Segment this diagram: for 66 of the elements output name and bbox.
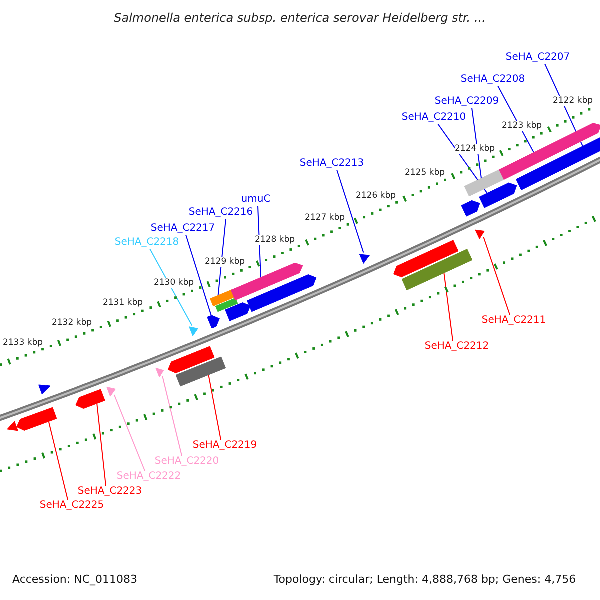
scale-label: 2133 kbp	[2, 338, 44, 348]
leader-line	[336, 170, 364, 254]
gene-block	[516, 137, 600, 190]
scale-label: 2130 kbp	[154, 278, 194, 288]
gene-block	[464, 170, 504, 197]
gene-label: SeHA_C2216	[188, 207, 254, 219]
gene-label: SeHA_C2220	[154, 456, 220, 468]
leader-line	[472, 108, 482, 179]
gene-label: SeHA_C2213	[300, 158, 364, 170]
gene-block	[479, 182, 518, 208]
leader-line	[218, 218, 226, 296]
gene-label: SeHA_C2225	[40, 500, 104, 512]
gene-block	[207, 315, 220, 329]
gene-block	[168, 346, 215, 374]
leader-line	[96, 403, 106, 486]
scale-label: 2122 kbp	[552, 96, 594, 106]
gene-block	[402, 249, 473, 291]
gene-block	[225, 302, 251, 322]
leader-line	[162, 376, 182, 456]
gene-block	[499, 123, 600, 180]
leader-line	[186, 234, 212, 316]
leader-line	[444, 272, 454, 342]
gene-label: SeHA_C2217	[150, 223, 216, 235]
gene-block	[461, 200, 480, 217]
gene-block	[359, 254, 370, 264]
gene-block	[156, 368, 164, 378]
gene-block	[247, 274, 317, 312]
scale-label: 2124 kbp	[454, 144, 496, 154]
scale-label: 2126 kbp	[356, 191, 396, 201]
gene-label: SeHA_C2208	[460, 74, 526, 86]
gene-label: umuC	[241, 194, 271, 206]
gene-block	[394, 240, 459, 278]
gene-block	[38, 384, 51, 395]
gene-label: SeHA_C2210	[402, 112, 466, 124]
leader-line	[114, 394, 146, 472]
title: Salmonella enterica subsp. enterica serovar Heidelberg str. ...	[114, 12, 486, 24]
leader-line	[48, 421, 68, 500]
scale-label: 2127 kbp	[304, 213, 346, 223]
gene-block	[7, 421, 18, 432]
gene-block	[16, 407, 58, 431]
gene-label: SeHA_C2211	[482, 315, 546, 327]
gene-block	[475, 230, 485, 240]
gene-label: SeHA_C2207	[506, 52, 570, 64]
gene-label: SeHA_C2219	[192, 440, 258, 452]
gene-block	[76, 389, 106, 410]
leader-line	[258, 206, 262, 278]
scale-label: 2125 kbp	[404, 168, 446, 178]
scale-label: 2131 kbp	[102, 298, 144, 308]
scale-label: 2128 kbp	[254, 235, 296, 245]
leader-line	[483, 236, 510, 316]
leader-line	[150, 248, 193, 326]
scale-label: 2123 kbp	[502, 121, 542, 131]
gene-label: SeHA_C2209	[434, 96, 500, 108]
gene-block	[106, 386, 116, 397]
gene-label: SeHA_C2223	[78, 486, 142, 498]
gene-block	[189, 326, 198, 336]
gene-label: SeHA_C2222	[116, 471, 182, 483]
genome-info-text: Topology: circular; Length: 4,888,768 bp; Genes: 4,756	[274, 574, 576, 586]
gene-block	[210, 290, 236, 307]
scale-label: 2129 kbp	[204, 257, 246, 267]
gene-label: SeHA_C2218	[114, 237, 180, 249]
scale-label: 2132 kbp	[52, 318, 92, 328]
gene-block	[176, 356, 226, 387]
gene-block	[215, 298, 238, 312]
accession-text: Accession: NC_011083	[12, 574, 138, 586]
gene-label: SeHA_C2212	[424, 341, 490, 353]
